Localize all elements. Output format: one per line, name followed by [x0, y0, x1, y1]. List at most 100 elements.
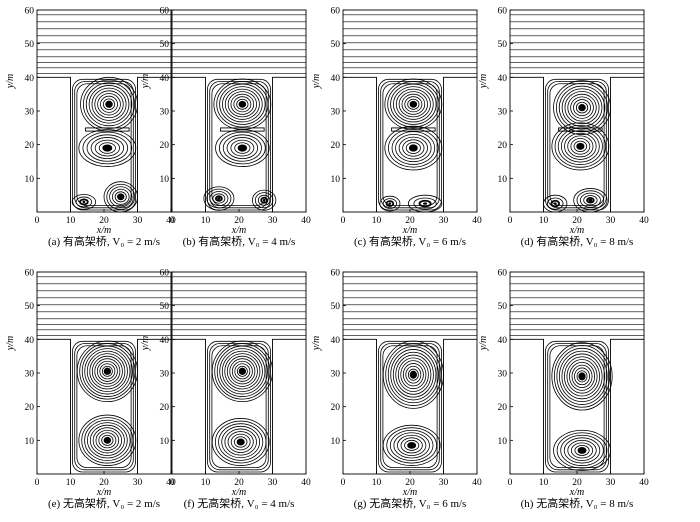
panel-caption: (c) 有高架桥, V₀ = 6 m/s [354, 234, 466, 248]
vortex-streamline [206, 188, 232, 209]
vortex-streamline [95, 429, 120, 451]
x-axis-label: x/m [231, 487, 246, 498]
y-tick-label: 40 [498, 74, 508, 84]
vortex-streamline [564, 356, 601, 397]
x-tick-label: 0 [170, 478, 175, 488]
x-tick-label: 10 [66, 478, 76, 488]
vortex-streamline [75, 196, 93, 208]
y-tick-label: 30 [160, 370, 170, 380]
y-axis-label: y/m [140, 336, 151, 351]
vortex-streamline [221, 425, 261, 459]
x-tick-label: 30 [439, 478, 449, 488]
y-tick-label: 40 [25, 74, 35, 84]
panel-caption: (f) 无高架桥, V₀ = 4 m/s [184, 496, 295, 510]
y-tick-label: 50 [25, 302, 35, 312]
vortex-streamline [91, 87, 127, 121]
vortex-streamline [94, 90, 124, 119]
vortex-streamline [393, 432, 430, 459]
vortex-streamline [570, 442, 594, 459]
vortex-streamline [550, 199, 561, 208]
y-tick-label: 20 [25, 141, 35, 151]
vortex-streamline [390, 349, 437, 401]
streamline-canyon [380, 343, 440, 471]
y-axis-label: y/m [311, 336, 322, 351]
y-tick-label: 10 [498, 175, 508, 185]
y-tick-label: 40 [498, 336, 508, 346]
x-tick-label: 10 [372, 216, 382, 226]
x-tick-label: 40 [301, 216, 311, 226]
y-tick-label: 60 [331, 269, 341, 279]
vortex-streamline [398, 91, 428, 118]
y-tick-label: 40 [25, 336, 35, 346]
vortex-streamline [234, 363, 251, 380]
y-axis-label: y/m [140, 74, 151, 89]
vortex-streamline [570, 138, 591, 155]
y-tick-label: 30 [25, 370, 35, 380]
vortex-streamline [216, 81, 269, 128]
y-tick-label: 10 [331, 437, 341, 447]
y-tick-label: 60 [160, 269, 170, 279]
vortex-streamline [230, 139, 255, 157]
vortex-streamline [91, 355, 123, 387]
vortex-streamline [226, 137, 259, 160]
vortex-core [103, 145, 111, 151]
vortex-streamline [571, 364, 593, 388]
vortex-streamline [570, 96, 594, 119]
vortex-core [578, 448, 586, 453]
vortex-streamline [215, 129, 270, 167]
vortex-streamline [400, 360, 427, 390]
vortex-streamline [392, 351, 434, 398]
vortex-streamline [114, 191, 127, 203]
vortex-core [409, 370, 417, 379]
vortex-streamline [382, 340, 444, 409]
vortex-core [103, 437, 111, 444]
vortex-streamline [237, 144, 248, 152]
vortex-streamline [89, 424, 125, 456]
building-outline [510, 76, 644, 212]
x-tick-label: 30 [606, 478, 616, 488]
vortex-streamline [379, 195, 401, 212]
vortex-streamline [219, 348, 266, 395]
x-tick-label: 30 [133, 216, 143, 226]
x-tick-label: 0 [341, 478, 346, 488]
x-axis-label: x/m [96, 487, 111, 498]
vortex-streamline [231, 360, 253, 382]
panel-caption: (b) 有高架桥, V₀ = 4 m/s [183, 234, 296, 248]
vortex-streamline [567, 439, 597, 461]
vortex-core [553, 202, 557, 205]
vortex-streamline [557, 127, 603, 166]
vortex-streamline [94, 139, 120, 157]
y-tick-label: 60 [160, 7, 170, 17]
vortex-streamline [81, 417, 134, 464]
x-tick-label: 20 [99, 478, 109, 488]
x-tick-label: 20 [234, 216, 244, 226]
vortex-streamline [577, 447, 587, 454]
streamline-canyon [76, 345, 132, 469]
vortex-streamline [79, 343, 136, 400]
y-tick-label: 10 [160, 437, 170, 447]
y-tick-label: 10 [498, 437, 508, 447]
vortex-streamline [385, 200, 395, 207]
streamline-canyon [211, 83, 267, 206]
vortex-streamline [404, 439, 420, 451]
vortex-streamline [203, 186, 235, 211]
vortex-streamline [567, 93, 597, 122]
vortex-streamline [586, 196, 595, 204]
vortex-streamline [221, 350, 263, 392]
x-tick-label: 40 [639, 478, 649, 488]
vortex-streamline [222, 86, 263, 123]
vortex-streamline [387, 346, 439, 404]
vortex-core [82, 200, 86, 204]
y-tick-label: 60 [331, 7, 341, 17]
vortex-streamline [564, 91, 600, 125]
y-axis-label: y/m [5, 336, 16, 351]
vortex-streamline [233, 436, 248, 448]
y-tick-label: 60 [25, 269, 35, 279]
y-tick-label: 50 [25, 40, 35, 50]
vortex-core [423, 202, 428, 205]
vortex-streamline [573, 99, 591, 117]
y-tick-label: 60 [498, 7, 508, 17]
